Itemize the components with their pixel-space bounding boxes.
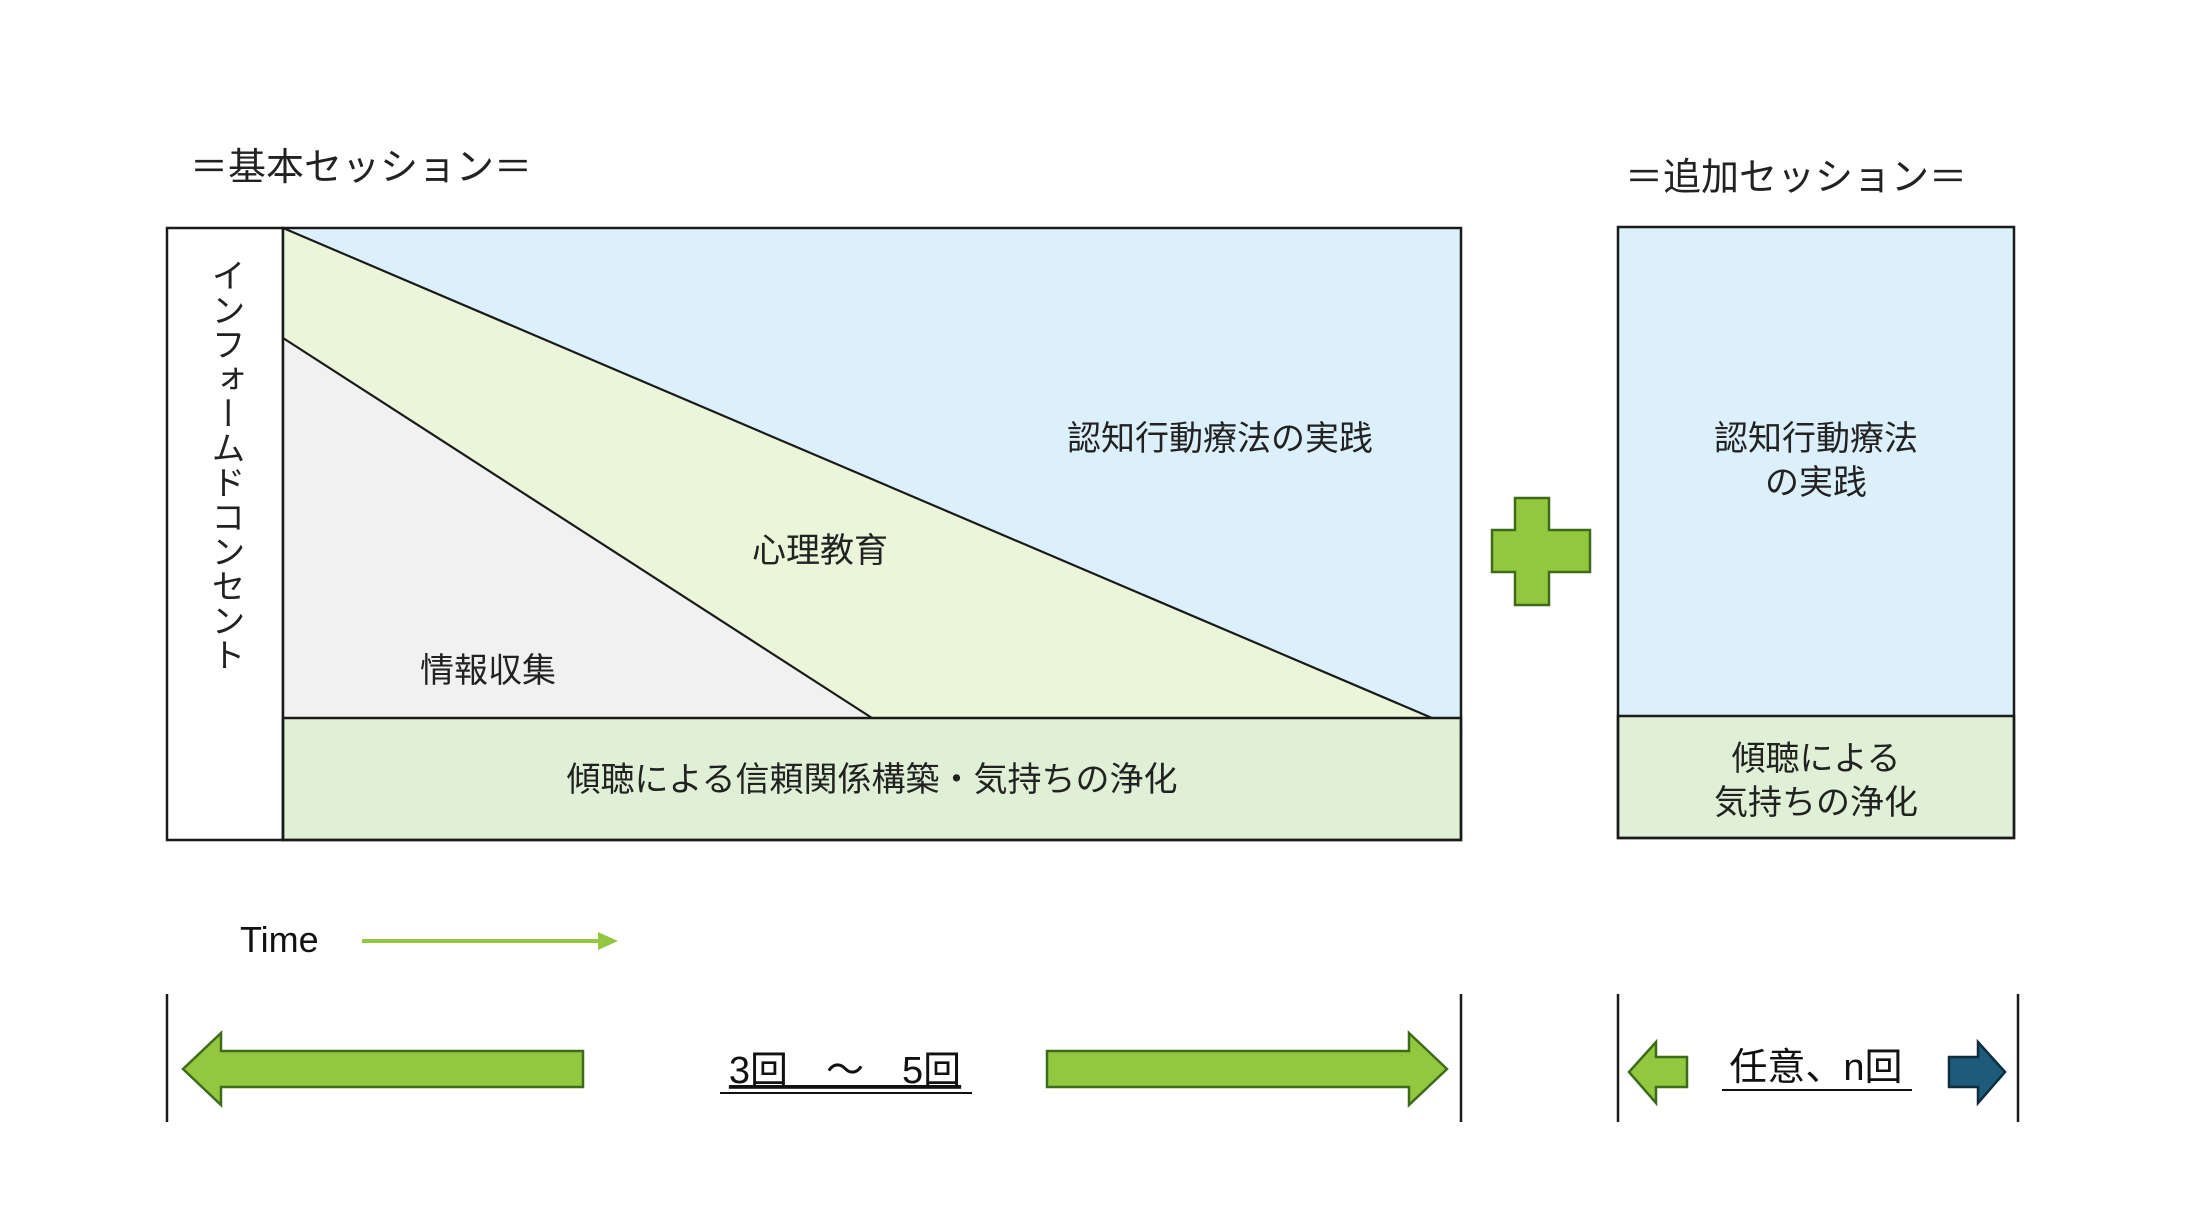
right-arrow-icon <box>1045 1030 1449 1108</box>
foundation-label: 傾聴による信頼関係構築・気持ちの浄化 <box>567 760 1178 800</box>
basic-session-box: インフォームドコンセント 認知行動療法の実践 心理教育 情報収集 傾聴による信頼… <box>165 226 1463 842</box>
small-left-arrow-icon <box>1627 1038 1689 1107</box>
arrow-right-icon <box>362 932 618 950</box>
informed-consent-label: インフォームドコンセント <box>205 258 245 672</box>
left-arrow-icon <box>181 1030 585 1108</box>
basic-content-border <box>281 226 1463 842</box>
additional-cbt-label-line1: 認知行動療法 <box>1714 419 1918 459</box>
additional-foundation-label-line1: 傾聴による <box>1732 739 1901 779</box>
additional-foundation-band <box>1616 714 2016 840</box>
additional-foundation-label-line2: 気持ちの浄化 <box>1714 783 1918 823</box>
informed-consent-column <box>165 226 285 842</box>
cbt-boundary-line <box>282 226 1433 720</box>
plus-icon <box>1490 496 1592 607</box>
additional-cbt-region <box>1618 227 2014 716</box>
small-right-arrow-icon <box>1947 1038 2007 1107</box>
additional-session-title: ＝追加セッション＝ <box>1625 155 1967 199</box>
psychoeducation-label: 心理教育 <box>752 531 888 571</box>
info-boundary-line <box>282 337 873 719</box>
foundation-band <box>281 716 1463 842</box>
additional-cbt-label-line2: の実践 <box>1765 463 1867 503</box>
additional-session-box: 認知行動療法 の実践 傾聴による 気持ちの浄化 <box>1616 225 2016 840</box>
basic-session-title: ＝基本セッション＝ <box>190 145 532 189</box>
additional-session-border <box>1616 225 2016 840</box>
additional-session-count: 任意、n回 <box>1729 1047 1902 1089</box>
info-gathering-label: 情報収集 <box>420 651 556 691</box>
cbt-practice-label: 認知行動療法の実践 <box>1067 419 1373 459</box>
time-label: Time <box>240 919 319 960</box>
basic-session-count: 3回 ～ 5回 <box>729 1050 961 1092</box>
